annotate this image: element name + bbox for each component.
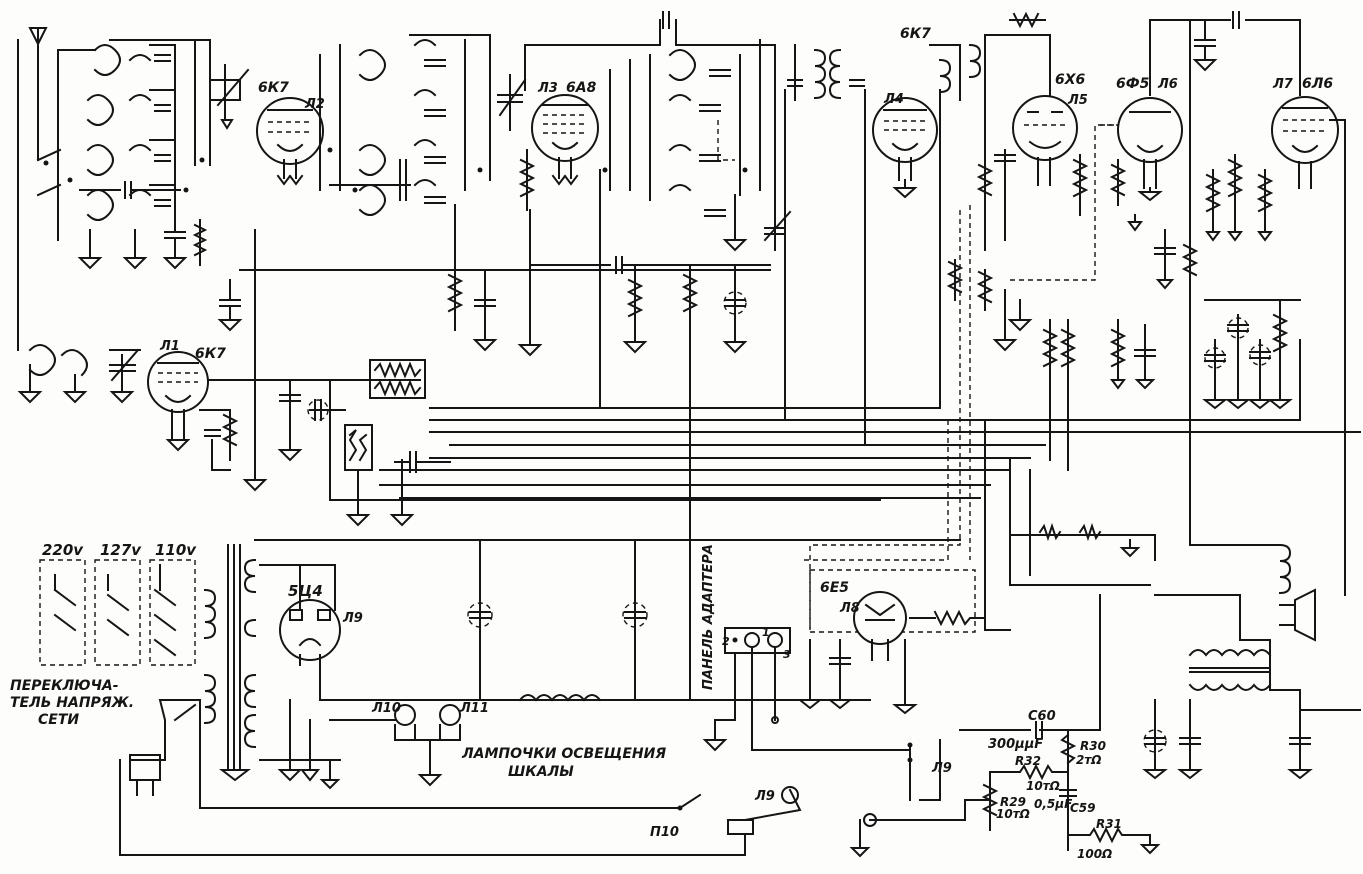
filter-network [467, 539, 961, 702]
output-cathode-network [1202, 299, 1301, 410]
lamps-caption-1: ЛАМПОЧКИ ОСВЕЩЕНИЯ [461, 746, 666, 762]
tube-l7-ref: Л7 [1272, 77, 1294, 92]
tube-l8-type: 6Е5 [820, 580, 849, 596]
central-network [217, 204, 771, 701]
tube-l4-ref: Л4 [883, 92, 904, 107]
bus-wires [379, 89, 1361, 499]
dial-lamps: Л10 Л11 ЛАМПОЧКИ ОСВЕЩЕНИЯ ШКАЛЫ [329, 701, 666, 787]
r31-value: 100Ω [1077, 847, 1112, 861]
tone-network: C60 300μμF R30 2тΩ R32 10тΩ R29 10тΩ 0,5… [869, 709, 1161, 861]
cap-value: 0,5μF [1034, 797, 1073, 811]
tube-l2: 6К7 Л2 [256, 80, 325, 186]
tube-l6-type: 6Ф5 [1116, 76, 1150, 92]
upper-resistor-banks [1127, 119, 1346, 421]
r29-value: 10тΩ [996, 807, 1030, 821]
lamps-caption-2: ШКАЛЫ [508, 764, 574, 780]
voltage-220-label: 220v [42, 541, 84, 559]
switches-bottom: П10 Л9 Л9 [119, 699, 952, 858]
r32-value: 10тΩ [1026, 779, 1060, 793]
avc-filter [207, 359, 881, 527]
tube-l5: 6Х6 Л5 [968, 11, 1088, 251]
tube-l6-ref: Л6 [1157, 77, 1178, 92]
c59-label: C59 [1070, 801, 1096, 815]
switch-l9-label: Л9 [931, 761, 952, 776]
dial-lamp-l11 [439, 704, 461, 726]
tube-l5-type: 6Х6 [1055, 72, 1086, 88]
input-coil-bank [36, 39, 250, 270]
switch-p10-label: П10 [650, 825, 679, 840]
tube-l5-ref: Л5 [1067, 93, 1088, 108]
c60-label: C60 [1028, 709, 1056, 724]
if-transformers [524, 11, 865, 251]
lamp-l10-ref: Л10 [371, 701, 401, 716]
adapter-pin-1: 1 [762, 626, 770, 639]
tube-l9-ref: Л9 [342, 611, 363, 626]
voltage-127-label: 127v [100, 541, 142, 559]
rf-coil-bank [319, 34, 491, 216]
adapter-pin-3: 3 [783, 648, 791, 661]
af-network [809, 124, 1156, 630]
r30-label: R30 [1080, 739, 1106, 753]
tube-l1-type: 6К7 [195, 346, 226, 362]
r30-value: 2тΩ [1076, 753, 1102, 767]
selector-caption-1: ПЕРЕКЛЮЧА- [10, 678, 119, 694]
voltage-110-label: 110v [155, 541, 197, 559]
tube-l4: 6К7 Л4 [872, 26, 961, 199]
selector-caption-2: ТЕЛЬ НАПРЯЖ. [10, 695, 134, 711]
adapter-pin-2: 2 [722, 635, 730, 648]
tube-l4-type: 6К7 [900, 26, 931, 42]
tube-l9-type: 5Ц4 [288, 582, 323, 600]
antenna-symbol [28, 27, 48, 161]
lamp-l11-ref: Л11 [459, 701, 489, 716]
tube-l3: Л3 6А8 [497, 74, 599, 357]
adapter-panel: 2 1 3 ПАНЕЛЬ АДАПТЕРА [701, 544, 911, 752]
voltage-selector: 220v 127v 110v ПЕРЕКЛЮЧА- ТЕЛЬ НАПРЯЖ. С… [10, 541, 197, 728]
tube-l6: 6Ф5 Л6 [1100, 76, 1183, 202]
power-transformer [129, 539, 481, 796]
tube-l7-type: 6Л6 [1302, 76, 1333, 92]
pickup-label: Л9 [754, 789, 775, 804]
tube-l3-ref: Л3 [537, 81, 558, 96]
dial-lamp-l10 [394, 704, 416, 726]
selector-caption-3: СЕТИ [38, 712, 79, 728]
tube-l3-type: 6А8 [566, 80, 597, 96]
adapter-panel-caption: ПАНЕЛЬ АДАПТЕРА [701, 544, 716, 690]
c60-value: 300μμF [988, 737, 1043, 752]
tube-l2-ref: Л2 [304, 97, 325, 112]
tube-l8-ref: Л8 [839, 601, 860, 616]
tube-l7: Л7 6Л6 [1149, 11, 1339, 421]
oscillator-coils [602, 39, 792, 252]
tube-l1-ref: Л1 [159, 339, 180, 354]
tube-l8: 6Е5 Л8 [797, 569, 986, 715]
r29-label: R29 [1000, 795, 1026, 809]
vertical-bundle [800, 419, 1346, 631]
r31-label: R31 [1096, 817, 1122, 831]
tube-l1: Л1 6К7 [17, 39, 268, 492]
tube-l2-type: 6К7 [258, 80, 289, 96]
r32-label: R32 [1015, 754, 1041, 768]
tube-l9: 5Ц4 Л9 [259, 564, 871, 790]
speaker-output [1009, 522, 1361, 780]
